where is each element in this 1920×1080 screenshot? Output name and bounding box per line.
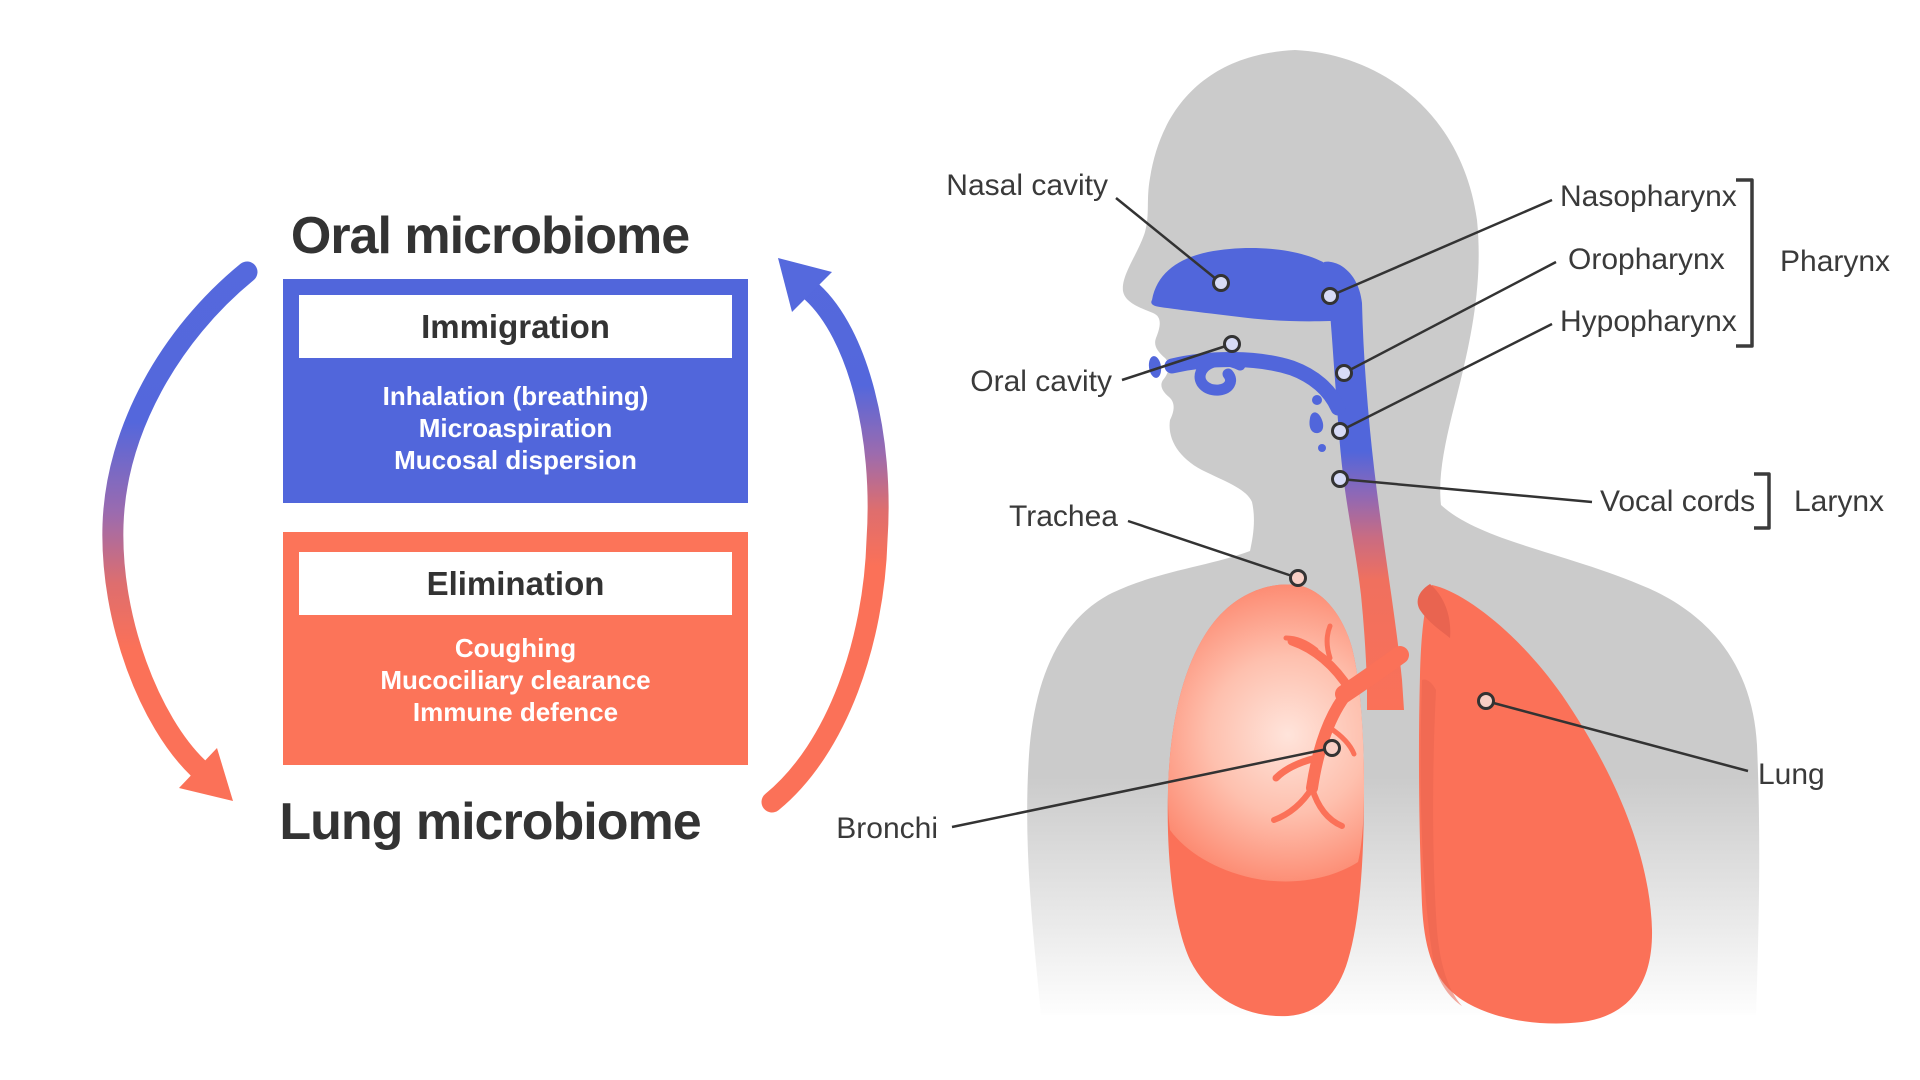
oral-cavity-line [1121,342,1233,382]
elimination-items: Coughing Mucociliary clearance Immune de… [283,632,748,728]
leader-lines [951,197,1749,829]
immigration-item: Inhalation (breathing) [382,381,649,411]
trachea-dot [1289,569,1307,587]
elimination-header: Elimination [299,552,732,615]
lung-line [1485,699,1749,773]
right-lung-apex-fold [1417,584,1451,638]
immigration-box: Immigration Inhalation (breathing) Micro… [283,279,748,503]
oral-cavity-dot [1223,335,1241,353]
cycle-arrow-left [102,261,258,801]
elimination-item: Mucociliary clearance [380,665,651,695]
lung-dot [1477,692,1495,710]
lung-label: Lung [1758,758,1825,791]
elimination-box: Elimination Coughing Mucociliary clearan… [283,532,748,765]
left-lung-upper-lobe [1168,584,1364,882]
oropharynx-label: Oropharynx [1568,243,1725,276]
elimination-item: Immune defence [412,697,619,727]
left-lung [1167,584,1364,1017]
immigration-items: Inhalation (breathing) Microaspiration M… [283,380,748,476]
bronchi-line [951,746,1333,829]
vocal-cords-label: Vocal cords [1600,485,1756,518]
cycle-arrow-right [761,258,889,813]
hypopharynx-dot [1331,422,1349,440]
bronchi-label: Bronchi [836,812,938,845]
bronchi-dot [1323,739,1341,757]
nasal-cavity-line [1115,197,1222,284]
hypopharynx-label: Hypopharynx [1560,305,1737,338]
nasopharynx-line [1329,198,1553,298]
vocal-cords-dot [1331,470,1349,488]
nasal-cavity-dot [1212,274,1230,292]
trachea-line [1127,519,1299,580]
hypopharynx-line [1339,322,1553,433]
oral-microbiome-title: Oral microbiome [290,207,690,265]
right-lung [1417,584,1653,1024]
bronchial-tree [1271,623,1409,829]
pharynx-bracket [1736,178,1754,348]
oral-cavity-label: Oral cavity [970,365,1112,398]
immigration-item: Microaspiration [418,413,613,443]
immigration-header: Immigration [299,295,732,358]
nasopharynx-label: Nasopharynx [1560,180,1737,213]
pharynx-label: Pharynx [1780,245,1891,278]
oropharynx-line [1343,260,1557,375]
brackets [1736,178,1771,530]
elimination-item: Coughing [454,633,577,663]
nasopharynx-dot [1321,287,1339,305]
lung-microbiome-title: Lung microbiome [279,793,701,851]
oral-cavity-shape [1148,352,1346,452]
oropharynx-dot [1335,364,1353,382]
larynx-label: Larynx [1794,485,1885,518]
immigration-item: Mucosal dispersion [394,445,637,475]
trachea-label: Trachea [1009,500,1118,533]
anchor-dots [1212,274,1495,757]
vocal-cords-line [1339,477,1593,504]
larynx-bracket [1754,472,1771,530]
nasal-cavity-label: Nasal cavity [946,169,1108,202]
right-lung-edge-fold [1420,679,1462,1006]
